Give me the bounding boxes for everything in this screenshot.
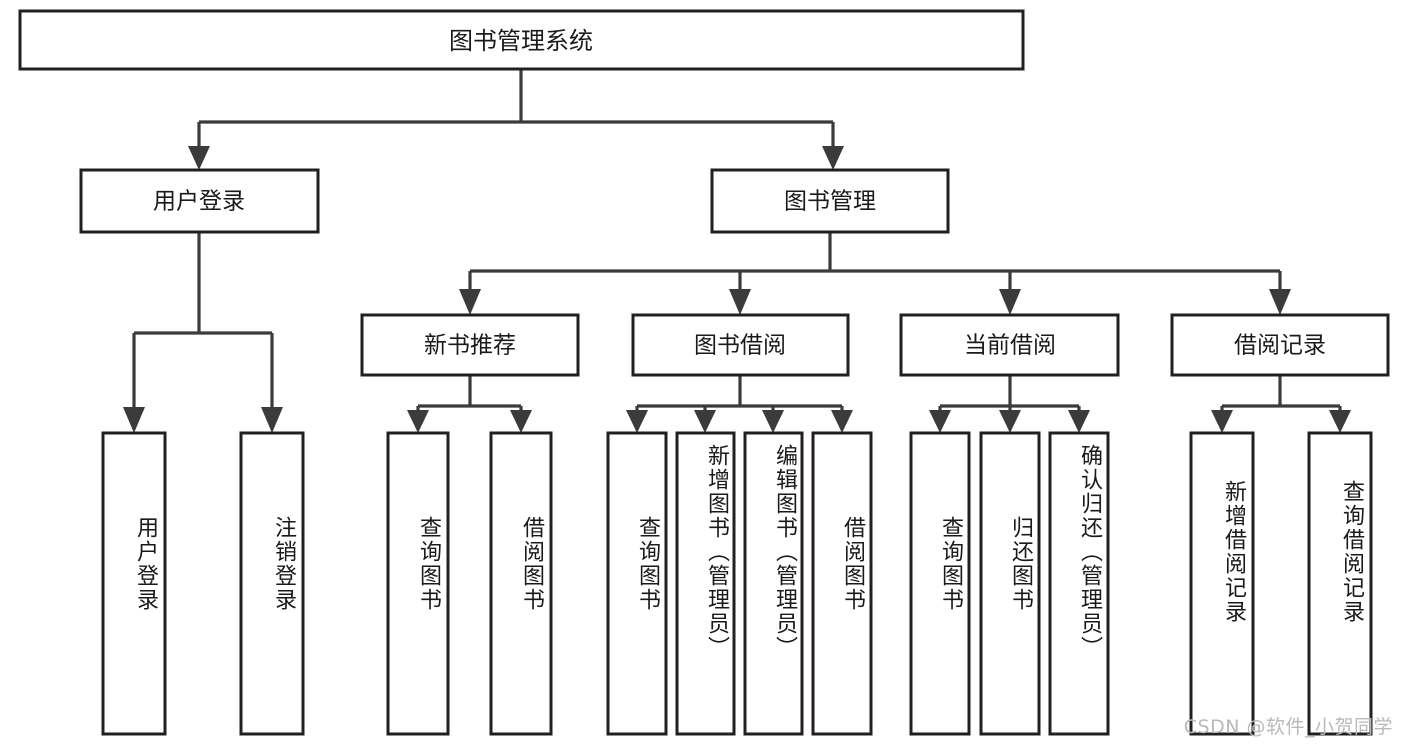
arrow-head-leaf-query-book-1 xyxy=(407,410,429,433)
node-leaf-query-book-2-box[interactable] xyxy=(606,431,668,736)
node-leaf-borrow-book-2-box[interactable] xyxy=(811,431,873,736)
node-root-box[interactable] xyxy=(18,9,1025,71)
node-current-borrow[interactable]: 当前借阅 xyxy=(899,313,1120,377)
node-book-manage-box[interactable] xyxy=(710,168,950,234)
node-leaf-edit-book-box[interactable] xyxy=(743,431,804,736)
node-current-borrow-label: 当前借阅 xyxy=(964,333,1056,359)
node-new-book-recommend-box[interactable] xyxy=(360,313,580,377)
node-leaf-add-record-box[interactable] xyxy=(1189,431,1255,736)
node-leaf-add-book-box[interactable] xyxy=(675,431,736,736)
node-leaf-borrow-book-1-box[interactable] xyxy=(489,431,553,736)
node-leaf-return-book-box[interactable] xyxy=(979,431,1041,736)
node-user-login-label: 用户登录 xyxy=(153,189,245,215)
arrow-head-book-borrow xyxy=(729,289,751,315)
node-book-manage-label: 图书管理 xyxy=(784,189,876,215)
arrow-head-new-book-recommend xyxy=(459,289,481,315)
node-borrow-record[interactable]: 借阅记录 xyxy=(1170,313,1390,377)
arrow-head-leaf-return-book xyxy=(999,410,1021,433)
arrow-head-leaf-add-record xyxy=(1211,410,1233,433)
arrow-head-leaf-edit-book xyxy=(762,410,784,433)
arrow-head-borrow-record xyxy=(1269,289,1291,315)
node-borrow-record-label: 借阅记录 xyxy=(1234,333,1326,359)
node-user-login-box[interactable] xyxy=(79,168,320,234)
arrow-head-leaf-query-book-3 xyxy=(929,410,951,433)
node-leaf-query-book-3-box[interactable] xyxy=(909,431,971,736)
node-leaf-confirm-return-box[interactable] xyxy=(1048,431,1110,736)
arrow-head-leaf-borrow-book-1 xyxy=(510,410,532,433)
node-new-book-recommend-label: 新书推荐 xyxy=(424,333,516,359)
connector-layer xyxy=(123,69,1351,433)
node-leaf-query-record-box[interactable] xyxy=(1307,431,1373,736)
arrow-head-leaf-add-book xyxy=(694,410,716,433)
node-book-borrow-label: 图书借阅 xyxy=(694,333,786,359)
node-current-borrow-box[interactable] xyxy=(899,313,1120,377)
node-root-label: 图书管理系统 xyxy=(449,27,593,55)
node-new-book-recommend[interactable]: 新书推荐 xyxy=(360,313,580,377)
node-leaf-user-login-box[interactable] xyxy=(101,431,167,736)
node-book-manage[interactable]: 图书管理 xyxy=(710,168,950,234)
arrow-head-user-login xyxy=(188,146,210,170)
arrow-head-leaf-user-login xyxy=(123,407,145,433)
node-book-borrow[interactable]: 图书借阅 xyxy=(631,313,850,377)
node-user-login[interactable]: 用户登录 xyxy=(79,168,320,234)
node-borrow-record-box[interactable] xyxy=(1170,313,1390,377)
node-leaf-user-logout-box[interactable] xyxy=(239,431,305,736)
leaf-node-layer xyxy=(101,431,1373,736)
arrow-head-leaf-query-book-2 xyxy=(626,410,648,433)
arrow-head-current-borrow xyxy=(999,289,1021,315)
arrow-head-leaf-user-logout xyxy=(261,407,283,433)
node-root[interactable]: 图书管理系统 xyxy=(18,9,1025,71)
arrow-head-leaf-borrow-book-2 xyxy=(831,410,853,433)
arrow-head-leaf-query-record xyxy=(1329,410,1351,433)
node-book-borrow-box[interactable] xyxy=(631,313,850,377)
node-leaf-query-book-1-box[interactable] xyxy=(386,431,450,736)
arrow-head-book-manage xyxy=(822,146,844,170)
arrow-head-leaf-confirm-return xyxy=(1068,410,1090,433)
csdn-watermark: CSDN @软件_小贺同学 xyxy=(1183,716,1393,738)
